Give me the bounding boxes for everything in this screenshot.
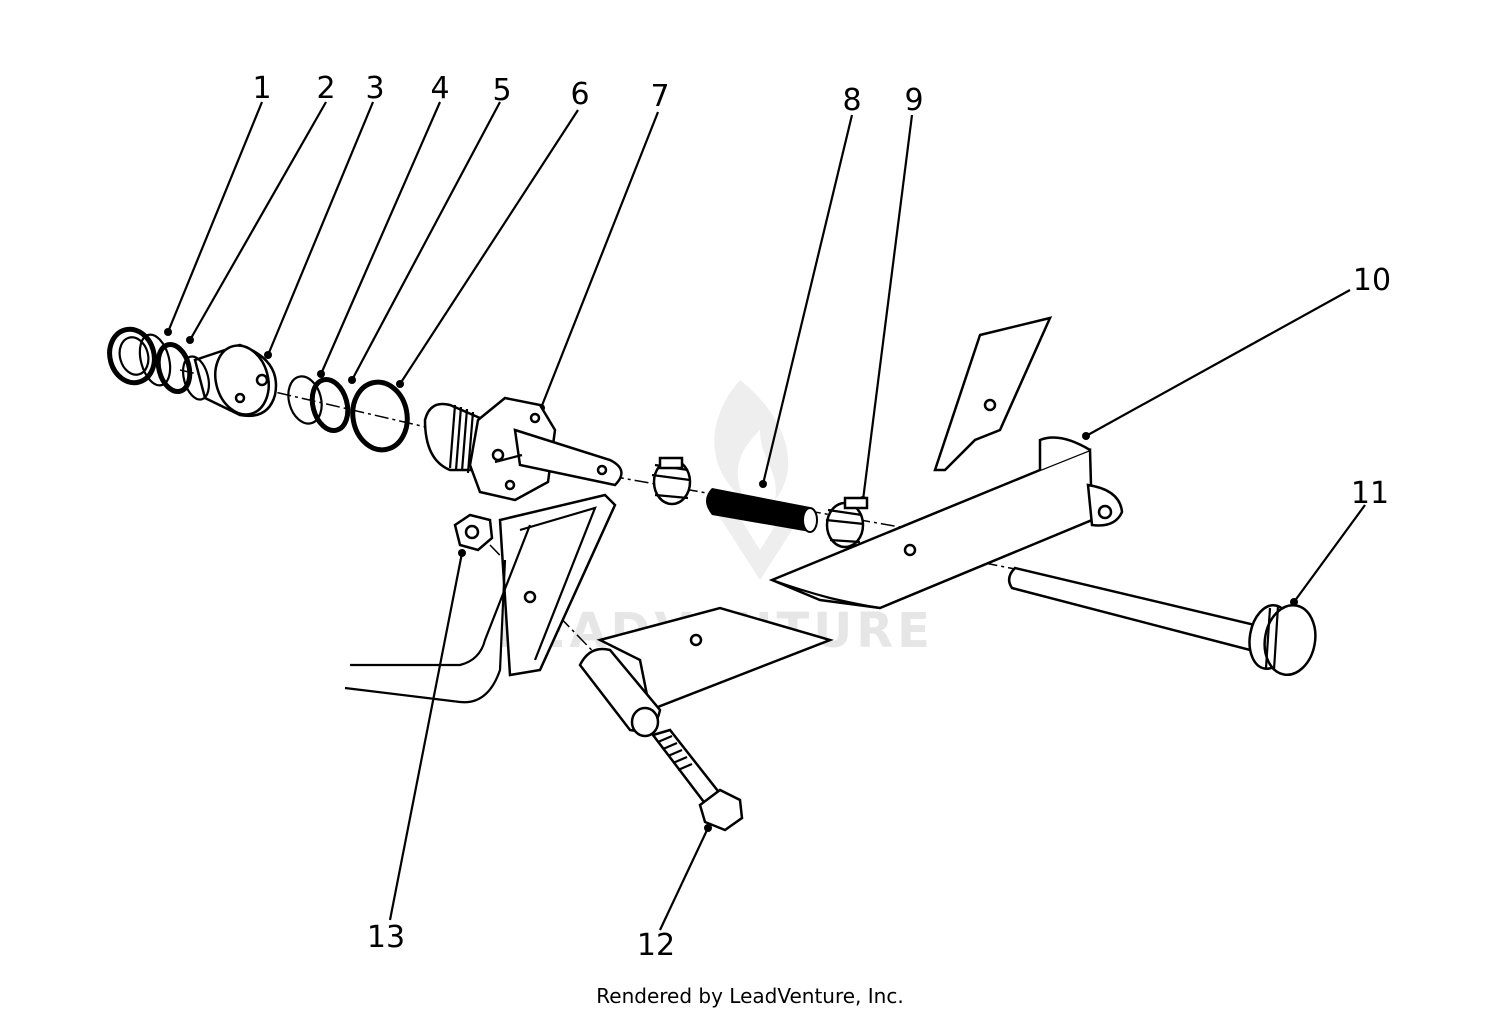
bracket-lower	[578, 606, 834, 738]
hose-clamp-left	[651, 456, 692, 506]
callout-11: 11	[1351, 476, 1389, 511]
part-5-ring	[309, 377, 351, 433]
part-11-knob-rod	[1007, 566, 1317, 676]
part-9-clamp	[825, 496, 869, 549]
part-10-bracket	[768, 436, 1124, 610]
part-3-coupling	[181, 343, 278, 418]
callout-5: 5	[492, 73, 511, 108]
part-2-ring	[138, 333, 193, 395]
callout-1: 1	[252, 71, 271, 106]
callout-4: 4	[430, 71, 449, 106]
callout-12: 12	[637, 928, 675, 963]
footer-credit: Rendered by LeadVenture, Inc.	[596, 984, 904, 1008]
leader-lines	[164, 101, 1366, 931]
part-8-tube	[706, 488, 818, 533]
callout-2: 2	[316, 71, 335, 106]
part-1-washer	[107, 326, 157, 386]
bracket-plate-upper	[933, 316, 1053, 472]
callout-8: 8	[842, 83, 861, 118]
callout-6: 6	[570, 77, 589, 112]
callout-13: 13	[367, 920, 405, 955]
callout-9: 9	[904, 83, 923, 118]
part-13-nut	[453, 513, 494, 552]
callout-labels: 1 2 3 4 5 6 7 8 9 10 11 12 13	[252, 71, 1391, 963]
lever-arm	[344, 493, 617, 704]
part-6-o-ring	[350, 379, 410, 453]
callout-7: 7	[650, 79, 669, 114]
callout-10: 10	[1353, 263, 1391, 298]
callout-3: 3	[365, 71, 384, 106]
part-4-ring	[287, 375, 323, 425]
part-12-bolt	[650, 728, 744, 832]
part-7-valve-body	[423, 396, 623, 502]
